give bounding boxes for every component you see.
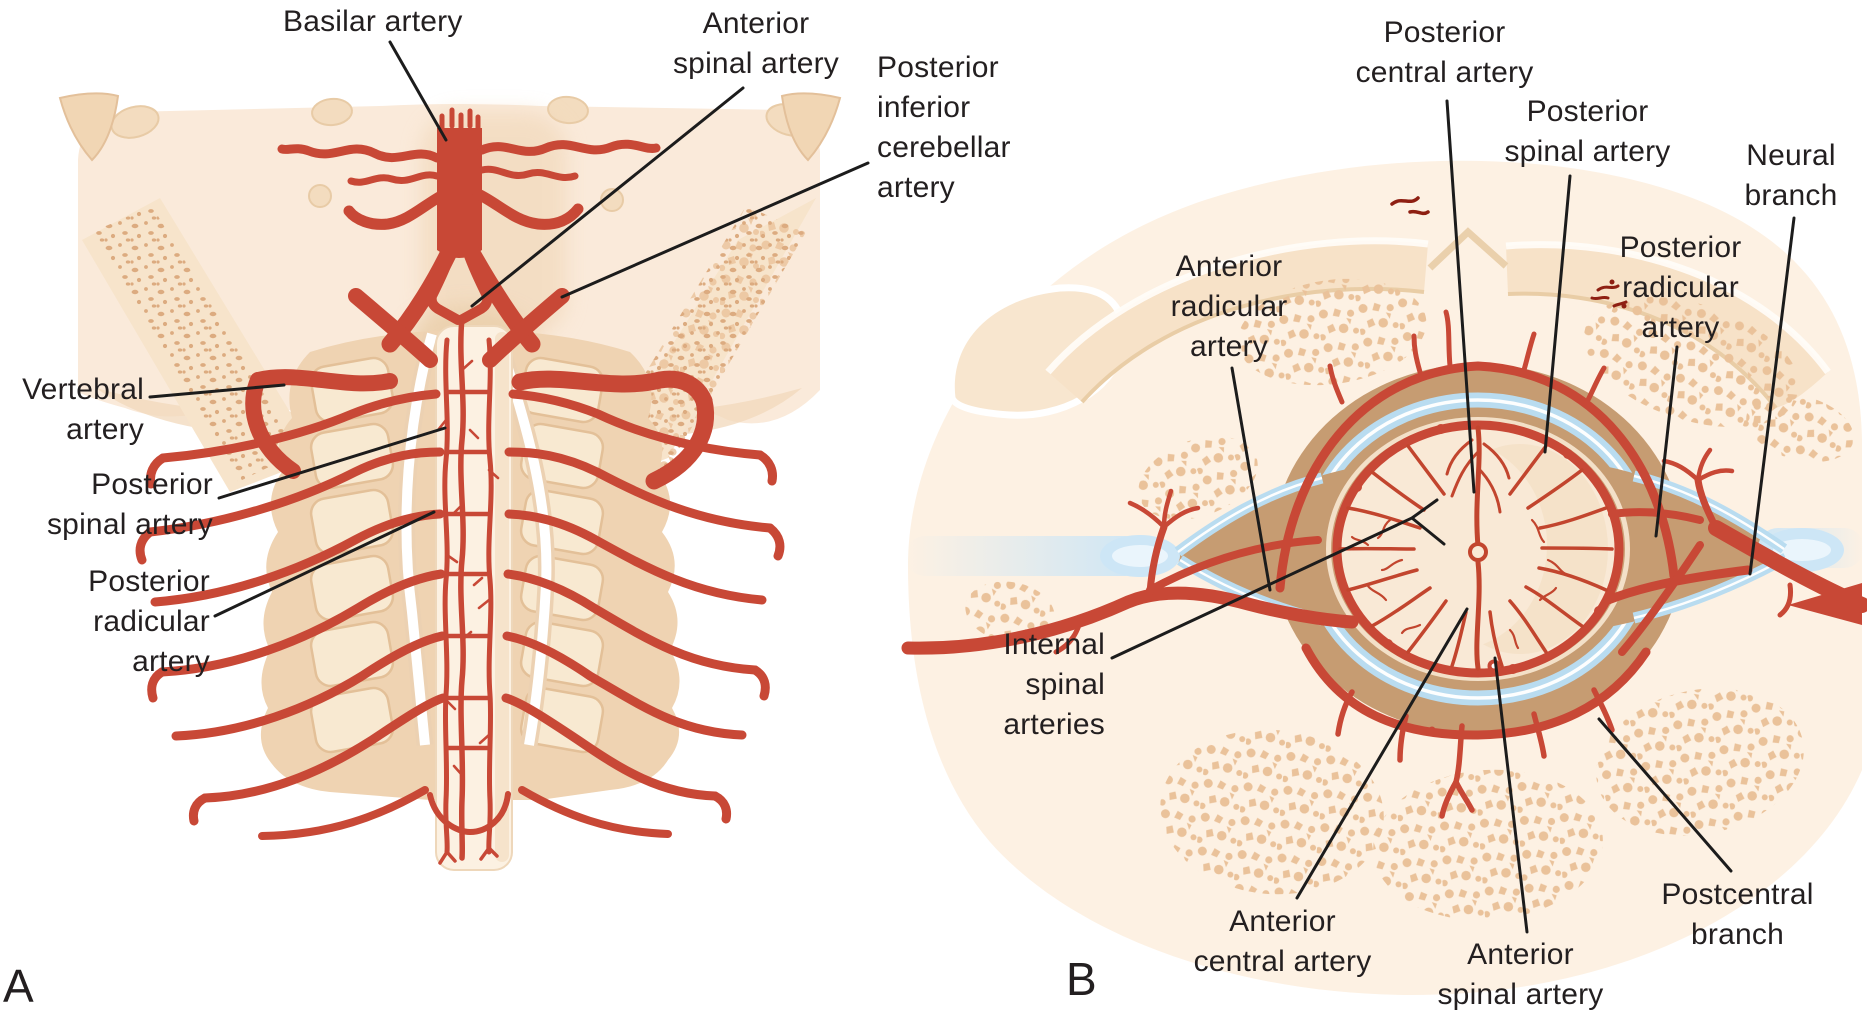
label-anterior-central-artery: Anterior central artery xyxy=(1193,905,1372,978)
label-basilar-artery: Basilar artery xyxy=(283,5,463,38)
pointer-lines xyxy=(148,40,1796,934)
anterior-spinal-artery-vessel xyxy=(426,245,511,865)
pointer-line-posterior-spinal-artery-a xyxy=(217,426,447,500)
central-canal xyxy=(1468,542,1488,562)
bone-speckle-clusters xyxy=(965,278,1854,921)
label-posterior-central-artery: Posterior central artery xyxy=(1355,16,1534,89)
dura-and-csf-rings xyxy=(905,364,1864,734)
label-posterior-inferior-cerebellar-artery: Posterior inferior cerebellar artery xyxy=(877,51,1011,204)
label-posterior-radicular-artery-a: Posterior radicular artery xyxy=(88,565,210,678)
panel-letter-b: B xyxy=(1066,953,1097,1005)
pointer-line-posterior-central-artery xyxy=(1445,99,1476,494)
pointer-line-anterior-spinal-artery-b xyxy=(1493,656,1529,934)
label-anterior-radicular-artery: Anterior radicular artery xyxy=(1170,250,1288,363)
label-internal-spinal-arteries: Internal spinal arteries xyxy=(1003,628,1105,741)
small-vessel-marks xyxy=(1390,196,1628,309)
label-posterior-spinal-artery-a: Posterior spinal artery xyxy=(46,468,213,541)
pointer-line-neural-branch xyxy=(1748,216,1796,576)
pointer-line-anterior-central-artery xyxy=(1295,607,1469,900)
pointer-line-anterior-radicular-artery xyxy=(1230,366,1272,592)
segmental-artery-right-vessel xyxy=(1603,447,1867,656)
pointer-line-vertebral-artery xyxy=(148,383,286,399)
label-vertebral-artery: Vertebral artery xyxy=(22,373,144,446)
label-anterior-spinal-artery-b: Anterior spinal artery xyxy=(1437,938,1604,1011)
pointer-line-posterior-radicular-artery-b xyxy=(1654,345,1679,538)
basilar-artery-vessel xyxy=(277,107,661,368)
vertebral-artery-vessel xyxy=(245,369,714,490)
nerve-root-sleeves xyxy=(398,329,555,747)
spinal-cord-column xyxy=(435,325,513,871)
pointer-line-posterior-radicular-artery-a xyxy=(213,510,436,618)
internal-spinal-arteries-vessels xyxy=(1338,425,1614,671)
pointer-line-basilar-artery xyxy=(388,40,448,142)
pointer-line-internal-spinal-arteries xyxy=(1110,498,1446,660)
label-postcentral-branch: Postcentral branch xyxy=(1661,878,1814,951)
label-neural-branch: Neural branch xyxy=(1744,139,1838,212)
label-posterior-spinal-artery-b: Posterior spinal artery xyxy=(1504,95,1671,168)
pointer-line-postcentral-branch xyxy=(1597,717,1733,873)
panel-a-illustration xyxy=(58,92,842,871)
panel-b-illustration xyxy=(901,160,1867,995)
label-posterior-radicular-artery-b: Posterior radicular artery xyxy=(1619,231,1742,344)
pointer-line-posterior-inferior-cerebellar-artery xyxy=(560,161,870,299)
label-anterior-spinal-artery-a: Anterior spinal artery xyxy=(672,7,839,80)
segmental-radicular-arteries xyxy=(135,389,785,840)
panel-letter-a: A xyxy=(3,960,34,1011)
anterior-radicular-artery-vessel xyxy=(901,488,1359,655)
pointer-line-posterior-spinal-artery-b xyxy=(1543,174,1572,454)
peridural-arteries xyxy=(1275,309,1679,819)
pointer-line-anterior-spinal-artery-a xyxy=(470,86,745,308)
